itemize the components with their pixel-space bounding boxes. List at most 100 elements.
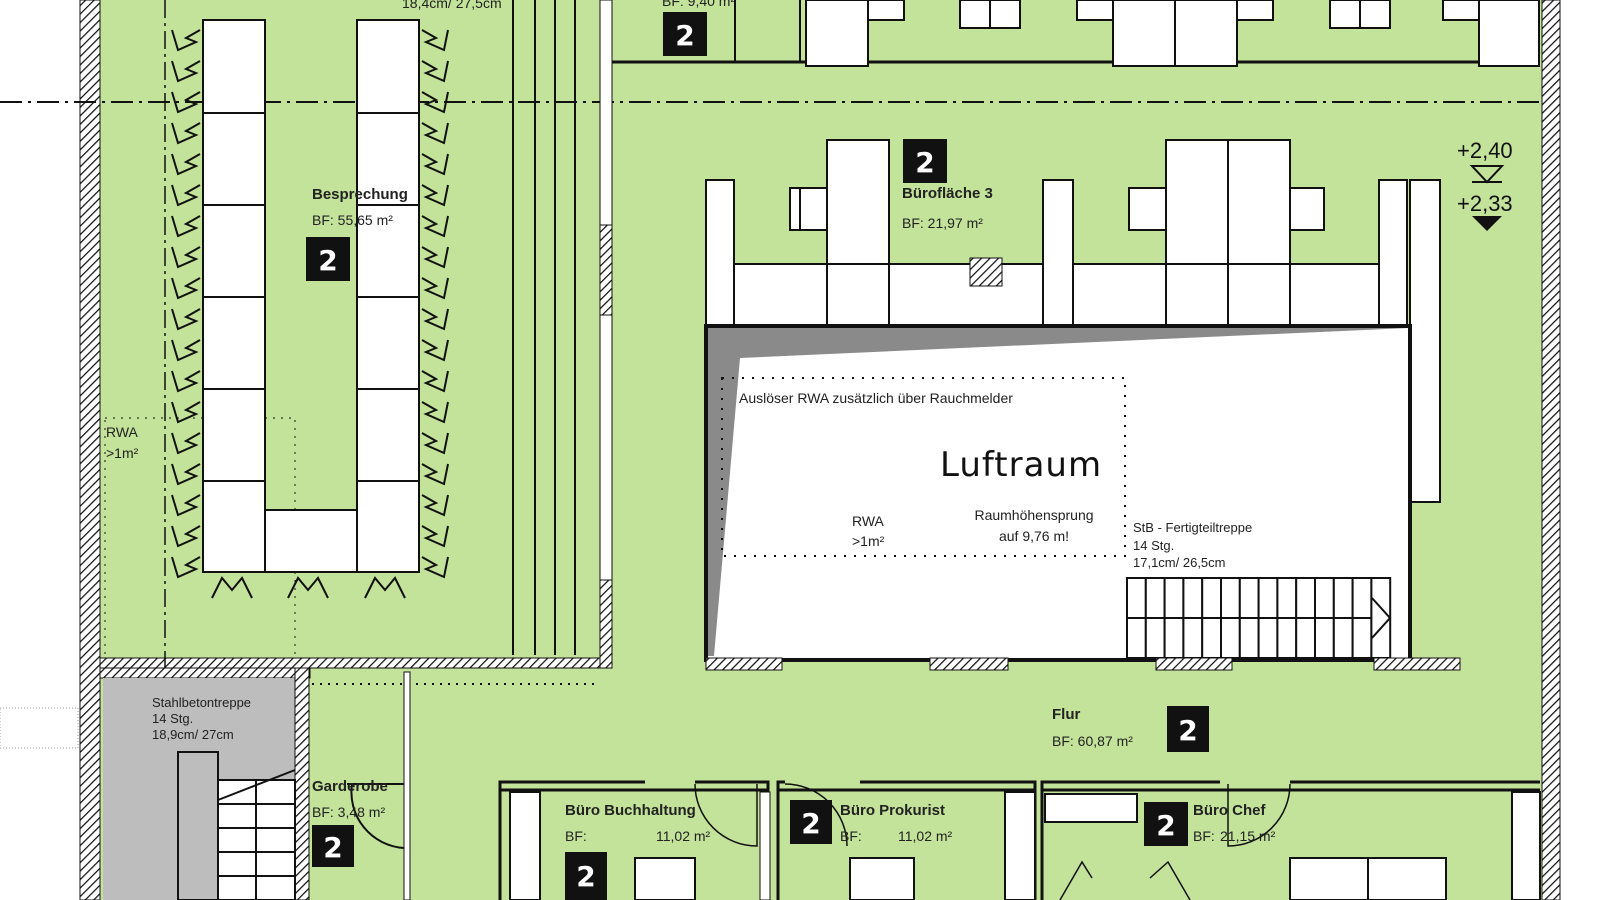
level-marker-icon bbox=[1469, 165, 1505, 184]
level-upper: +2,40 bbox=[1457, 138, 1513, 163]
rwa-note: Auslöser RWA zusätzlich über Rauchmelder bbox=[739, 390, 1013, 406]
cabinet bbox=[1004, 791, 1036, 900]
badge-number: 2 bbox=[1178, 714, 1197, 747]
column bbox=[969, 257, 1003, 287]
room-name: Flur bbox=[1052, 706, 1080, 723]
chair-icon bbox=[421, 339, 449, 362]
wall bbox=[599, 579, 613, 669]
chairs bbox=[171, 29, 449, 599]
stair-dimension: 18,9cm/ 27cm bbox=[152, 727, 234, 742]
room-badge bbox=[1144, 802, 1188, 846]
chair-icon bbox=[171, 494, 201, 517]
badge-number: 2 bbox=[915, 146, 934, 179]
room-badge bbox=[1167, 706, 1209, 752]
badge-number: 2 bbox=[675, 19, 694, 52]
chair-icon bbox=[287, 576, 329, 599]
chair-icon bbox=[171, 525, 201, 548]
room-badge bbox=[903, 139, 947, 183]
chair-icon bbox=[421, 184, 449, 207]
office-name: Büro Prokurist bbox=[840, 802, 945, 819]
height-value: auf 9,76 m! bbox=[999, 528, 1069, 544]
rwa-zone bbox=[721, 377, 1126, 557]
height-note: Raumhöhensprung bbox=[974, 507, 1093, 523]
badge-number: 2 bbox=[801, 807, 820, 840]
chair-icon bbox=[421, 308, 449, 331]
dotted-hatch bbox=[0, 707, 79, 749]
desks-top bbox=[805, 0, 1540, 67]
chair-icon bbox=[171, 432, 201, 455]
chair-icon bbox=[421, 122, 449, 145]
office-desks bbox=[634, 857, 1447, 900]
wall bbox=[759, 791, 771, 900]
badge-number: 2 bbox=[323, 831, 342, 864]
room-badge bbox=[312, 825, 354, 867]
wall bbox=[599, 0, 613, 669]
chair-icon bbox=[421, 463, 449, 486]
room-area: BF: 60,87 m² bbox=[1052, 733, 1133, 749]
wall bbox=[99, 657, 613, 669]
room-badge bbox=[663, 12, 707, 56]
level-lower: +2,33 bbox=[1457, 191, 1513, 216]
office-area: 11,02 m² bbox=[898, 828, 953, 844]
office-area: 21,15 m² bbox=[1220, 828, 1276, 844]
room-area: BF: 21,97 m² bbox=[902, 215, 983, 231]
room-area: BF: 9,40 m² bbox=[662, 0, 735, 9]
cabinet bbox=[1511, 791, 1541, 900]
chair-icon bbox=[211, 576, 253, 599]
stair-steps: 14 Stg. bbox=[152, 711, 193, 726]
chair-icon bbox=[421, 277, 449, 300]
chair-icon bbox=[421, 215, 449, 238]
office-area-label: BF: bbox=[1193, 828, 1215, 844]
room-name: Garderobe bbox=[312, 778, 388, 795]
chair-icon bbox=[171, 29, 201, 52]
rwa-label: RWA bbox=[106, 424, 139, 440]
facade-lines bbox=[512, 0, 576, 655]
office-area: 11,02 m² bbox=[656, 828, 711, 844]
stair-type: Stahlbetontreppe bbox=[152, 695, 251, 710]
room-name: Bürofläche 3 bbox=[902, 185, 993, 202]
chair-icon bbox=[171, 308, 201, 331]
chair-icon bbox=[171, 215, 201, 238]
wall bbox=[403, 671, 411, 900]
chair-icon bbox=[421, 401, 449, 424]
rwa-area: >1m² bbox=[852, 533, 885, 549]
stair-dimension: 17,1cm/ 26,5cm bbox=[1133, 555, 1226, 570]
badge-number: 2 bbox=[318, 244, 337, 277]
chair-icon bbox=[171, 339, 201, 362]
chair-icon bbox=[421, 153, 449, 176]
wall bbox=[599, 224, 613, 316]
stair-core bbox=[177, 751, 219, 900]
room-name: Besprechung bbox=[312, 186, 408, 203]
chair-icon bbox=[421, 246, 449, 269]
room-badge bbox=[565, 852, 607, 900]
rwa-area: >1m² bbox=[106, 445, 139, 461]
outer-wall-left bbox=[79, 0, 101, 900]
stair-steps: 14 Stg. bbox=[1133, 538, 1174, 553]
chair-icon bbox=[171, 184, 201, 207]
chair-icon bbox=[421, 60, 449, 83]
chair-icon bbox=[421, 29, 449, 52]
outer-wall-right bbox=[1541, 0, 1561, 900]
chair-icon bbox=[421, 494, 449, 517]
chair-icon bbox=[171, 556, 201, 579]
badge-number: 2 bbox=[576, 860, 595, 893]
office-area-label: BF: bbox=[840, 828, 862, 844]
badge-number: 2 bbox=[1156, 809, 1175, 842]
wall bbox=[294, 667, 310, 900]
chair-icon bbox=[421, 432, 449, 455]
stair-steps-drawing bbox=[1126, 577, 1392, 659]
room-badge bbox=[306, 237, 350, 281]
chair-icon bbox=[171, 401, 201, 424]
void-title: Luftraum bbox=[940, 445, 1102, 485]
chair-icon bbox=[421, 91, 449, 114]
conference-table bbox=[202, 19, 420, 573]
chair-icon bbox=[171, 246, 201, 269]
chair-icon bbox=[421, 370, 449, 393]
room-area: BF: 55,65 m² bbox=[312, 212, 393, 228]
stair-dimension: 18,4cm/ 27,5cm bbox=[402, 0, 502, 11]
chair-icon bbox=[171, 153, 201, 176]
office-name: Büro Buchhaltung bbox=[565, 802, 696, 819]
stair-step bbox=[1370, 577, 1392, 659]
room-area: BF: 3,48 m² bbox=[312, 804, 385, 820]
chair-icon bbox=[421, 556, 449, 579]
